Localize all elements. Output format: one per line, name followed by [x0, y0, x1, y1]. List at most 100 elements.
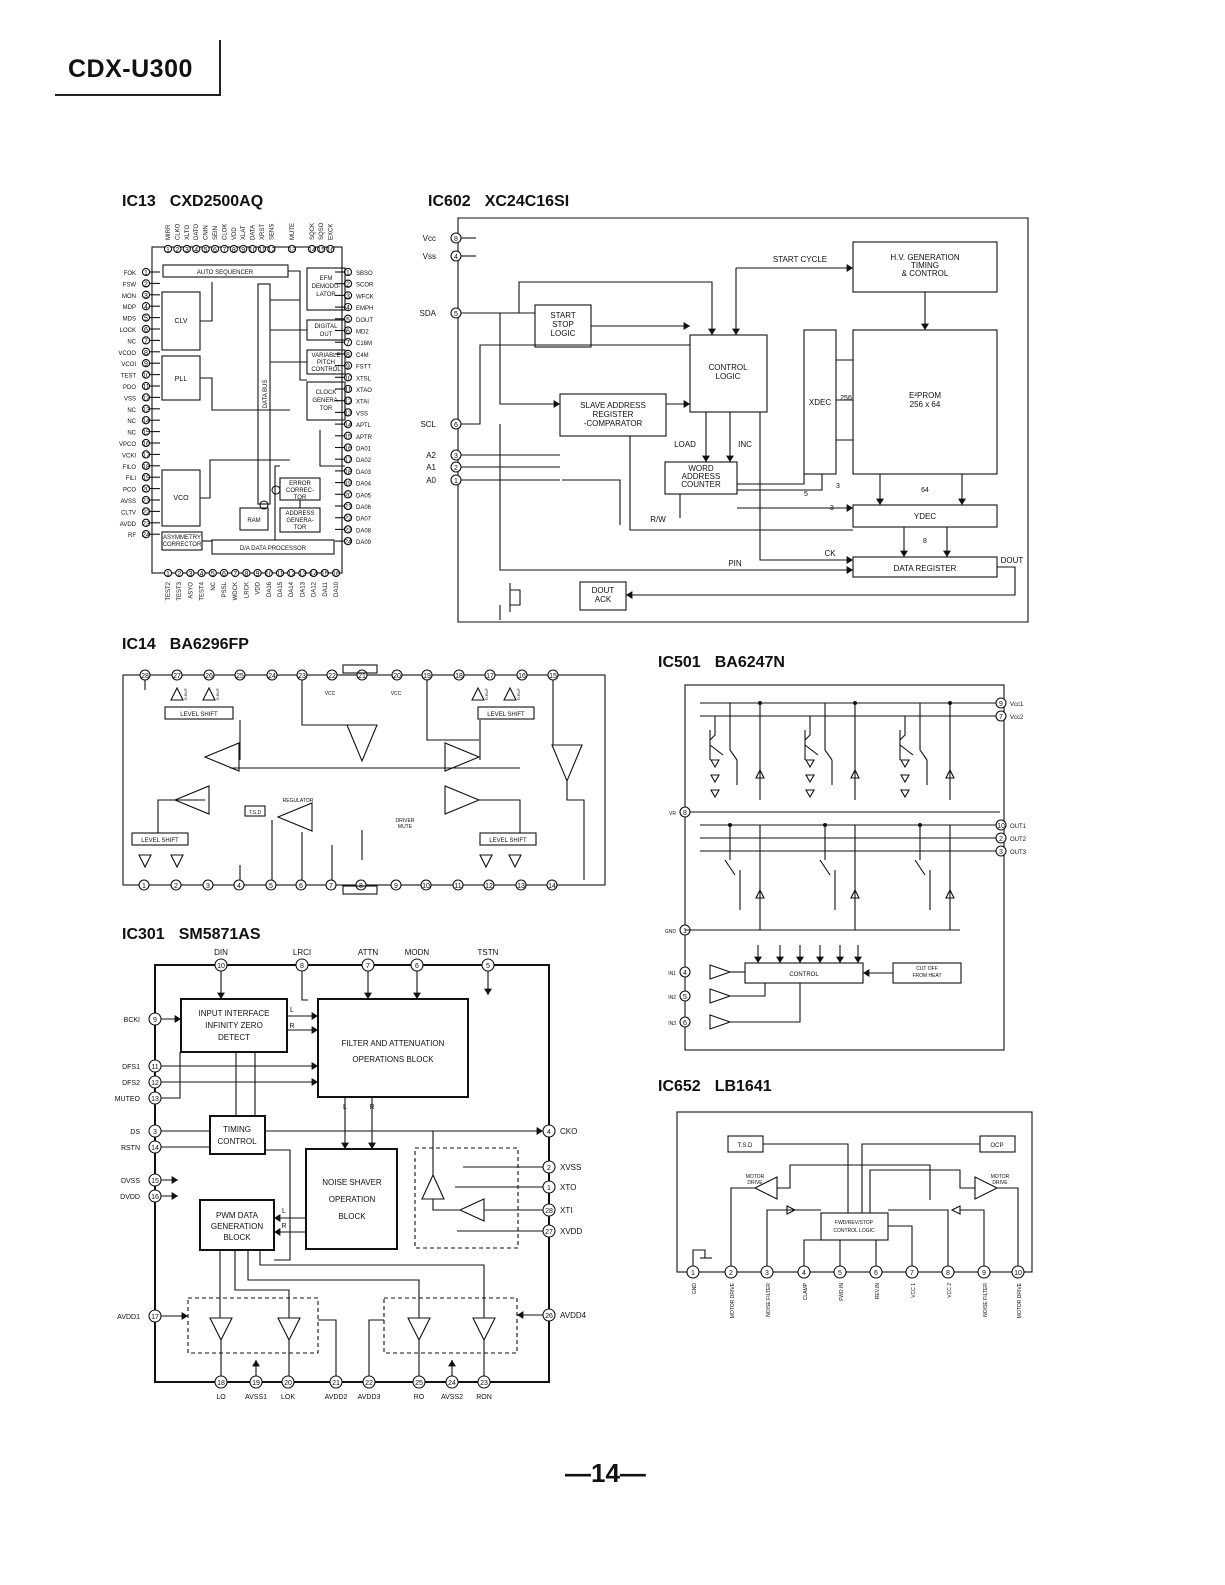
pin-number: 8: [946, 1270, 950, 1277]
ic13-top-pin: [326, 244, 335, 254]
ic501-right-pin: [995, 819, 1007, 831]
junction-dot: [728, 823, 732, 827]
ic501-schmitt: [709, 1014, 732, 1030]
ic13-right-pin-name: DA06: [356, 505, 372, 511]
ic602-pin-label: PIN: [728, 559, 742, 568]
ic301-top-pin-name: ATTN: [358, 948, 379, 957]
ic14-buffer: [170, 686, 184, 701]
pin-number: 16: [151, 1194, 159, 1201]
ic13-top-pin: [267, 244, 276, 254]
ic13-right-pin: [343, 466, 353, 476]
pin-number: 10: [1014, 1270, 1022, 1277]
ic602-inc-label: INC: [738, 440, 752, 449]
pin-number: 16: [332, 571, 340, 578]
pin-number: 2: [999, 836, 1003, 843]
wire: [914, 859, 926, 876]
ic14-part: BA6296FP: [169, 636, 249, 653]
ic14-top-pin: [326, 669, 338, 681]
ic13-top-pin-name: XLAT: [241, 225, 247, 240]
ic602-5-label: 5: [804, 491, 808, 498]
ic13-left-pin-name: PDO: [123, 385, 136, 391]
ic14-top-pin: [516, 669, 528, 681]
model-number: CDX-U300: [68, 55, 193, 83]
ic13-top-pin: [163, 244, 173, 254]
arrow-head: [863, 969, 870, 977]
ic14-bottom-pin: [138, 879, 150, 891]
ic13-left-pin-name: RF: [128, 533, 136, 539]
ic13-top-pin: [239, 244, 248, 254]
ic14-top-pin: [266, 669, 278, 681]
pin-number: 3: [765, 1270, 769, 1277]
wire: [247, 1250, 420, 1318]
arrow-head: [846, 264, 853, 272]
pin-number: 2: [729, 1270, 733, 1277]
ic14-buffer: [202, 686, 216, 701]
ic14-tab: [342, 885, 378, 895]
ic13-top-pin-name: DATA: [251, 225, 257, 240]
ic301-right-pin-name: XVDD: [560, 1227, 582, 1236]
wire: [724, 859, 736, 876]
ic602-eeprom-label: E²PROM: [909, 391, 941, 400]
ic14-bottom-pin: [265, 879, 277, 891]
ic501-diode: [900, 774, 910, 784]
ic13-top-pin: [317, 244, 326, 254]
ic13-right-pin-name: MD2: [356, 330, 369, 336]
arrow-head: [626, 591, 633, 599]
ic14-tab: [342, 664, 378, 674]
ic602-data-reg-label: DATA REGISTER: [894, 564, 957, 573]
pin-number: 25: [415, 1380, 423, 1387]
ic13-top-pin-name: SQSO: [319, 222, 325, 240]
arrow-head: [252, 1360, 260, 1367]
ic602-pin-name: A0: [426, 476, 436, 485]
ic501-outline: [684, 684, 1005, 1051]
ic14-level-shift-label: LEVEL SHIFT: [141, 838, 179, 844]
pin-number: 15: [317, 247, 325, 254]
wire: [301, 680, 347, 726]
arrow-head: [816, 956, 824, 963]
ic13-bus-node: [271, 485, 281, 495]
pin-number: 11: [344, 387, 351, 394]
pin-number: 4: [346, 305, 350, 312]
ic14-top-pin: [391, 669, 403, 681]
wire: [200, 377, 290, 411]
ic501-right-pin-name: OUT3: [1010, 850, 1027, 856]
pin-number: 21: [332, 1380, 340, 1387]
ic501-left-pin-name: IN3: [668, 1021, 676, 1027]
pin-number: 21: [142, 498, 150, 505]
ic14-level-shift-tl: [164, 706, 234, 720]
ic13-left-pin: [141, 530, 151, 539]
ic14-buffer: [170, 854, 184, 869]
ic14-regulator-label: REGULATOR: [283, 798, 314, 804]
wire: [234, 1250, 290, 1318]
pin-number: 7: [233, 571, 237, 578]
ic13-top-pin: [173, 244, 182, 254]
ic301-bottom-pin-name: AVDD3: [358, 1394, 381, 1401]
wire: [730, 983, 766, 997]
arrow-head: [846, 504, 853, 512]
pin-number: 12: [287, 571, 295, 578]
ic14-bottom-pin: [546, 879, 558, 891]
ic14-buffer: [138, 854, 152, 869]
arrow-head: [958, 498, 966, 505]
ic14-level-shift-label: LEVEL SHIFT: [489, 838, 527, 844]
ic602-slave-label: -COMPARATOR: [584, 419, 643, 428]
pin-number: 11: [151, 1064, 158, 1071]
wire: [960, 1209, 985, 1266]
pin-number: 9: [394, 883, 398, 890]
pin-number: 1: [166, 571, 170, 578]
pin-number: 5: [454, 311, 458, 318]
pin-number: 1: [142, 883, 146, 890]
pin-number: 1: [346, 270, 350, 277]
ic602-dout-label: DOUT: [1001, 556, 1024, 565]
wire: [499, 313, 560, 405]
ic301-bottom-pin-name: AVSS2: [441, 1394, 463, 1401]
ic14-level-shift-br: [479, 832, 537, 846]
ic602-word-label: WORD: [688, 464, 714, 473]
ic14-vcc-label: VCC: [325, 691, 336, 697]
pin-number: 12: [268, 247, 276, 254]
ic13-ram: [239, 507, 269, 531]
ic602-pin-name: Vss: [423, 252, 436, 261]
